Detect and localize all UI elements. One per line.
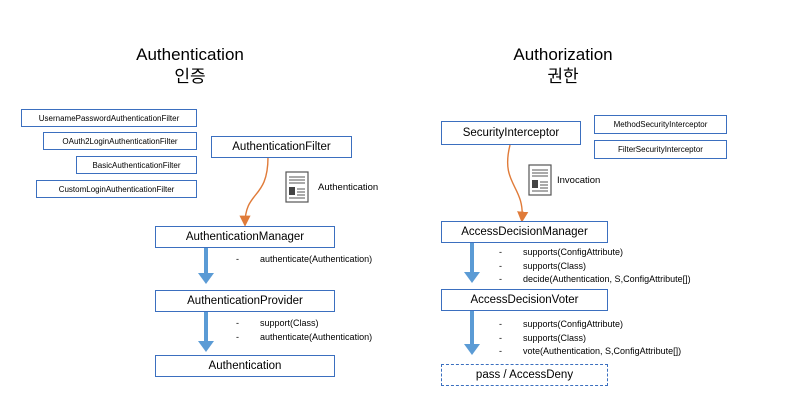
authorization-result-box: pass / AccessDeny xyxy=(441,364,608,386)
method-item: authenticate(Authentication) xyxy=(236,331,372,345)
method-item: supports(ConfigAttribute) xyxy=(499,318,681,332)
filter-box-usernamepassword: UsernamePasswordAuthenticationFilter xyxy=(21,109,197,127)
authentication-subtitle: 인증 xyxy=(174,67,206,86)
authorization-subtitle: 권한 xyxy=(547,67,579,86)
authorization-title-block: Authorization 권한 xyxy=(478,44,648,88)
method-item: support(Class) xyxy=(236,317,372,331)
method-item: supports(Class) xyxy=(499,260,691,274)
filter-to-manager-arrow xyxy=(239,156,269,227)
interceptor-to-manager-arrow xyxy=(506,144,529,223)
authentication-doc-label: Authentication xyxy=(318,182,379,193)
decision-manager-to-voter-arrow xyxy=(464,243,480,283)
filter-box-oauth2login: OAuth2LoginAuthenticationFilter xyxy=(43,132,197,150)
method-item: vote(Authentication, S,ConfigAttribute[]… xyxy=(499,345,681,359)
filter-box-basic: BasicAuthenticationFilter xyxy=(76,156,197,174)
authentication-provider-box: AuthenticationProvider xyxy=(155,290,335,312)
authentication-result-box: Authentication xyxy=(155,355,335,377)
authentication-provider-methods: support(Class) authenticate(Authenticati… xyxy=(236,317,372,344)
access-decision-manager-box: AccessDecisionManager xyxy=(441,221,608,243)
filter-security-interceptor-box: FilterSecurityInterceptor xyxy=(594,140,727,159)
authorization-doc-label: Invocation xyxy=(557,175,601,186)
manager-to-provider-arrow xyxy=(198,248,214,284)
filter-box-customlogin: CustomLoginAuthenticationFilter xyxy=(36,180,197,198)
authorization-title: Authorization xyxy=(513,45,613,64)
authentication-title-block: Authentication 인증 xyxy=(105,44,275,88)
method-item: authenticate(Authentication) xyxy=(236,253,372,267)
authentication-filter-box: AuthenticationFilter xyxy=(211,136,352,158)
access-decision-voter-methods: supports(ConfigAttribute) supports(Class… xyxy=(499,318,681,359)
security-interceptor-box: SecurityInterceptor xyxy=(441,121,581,145)
method-security-interceptor-box: MethodSecurityInterceptor xyxy=(594,115,727,134)
document-icon xyxy=(285,171,309,203)
access-decision-voter-box: AccessDecisionVoter xyxy=(441,289,608,311)
method-item: supports(Class) xyxy=(499,332,681,346)
authentication-title: Authentication xyxy=(136,45,244,64)
method-item: supports(ConfigAttribute) xyxy=(499,246,691,260)
document-icon xyxy=(528,164,552,196)
access-decision-manager-methods: supports(ConfigAttribute) supports(Class… xyxy=(499,246,691,287)
authentication-manager-box: AuthenticationManager xyxy=(155,226,335,248)
authentication-manager-methods: authenticate(Authentication) xyxy=(236,253,372,267)
voter-to-result-arrow xyxy=(464,311,480,355)
method-item: decide(Authentication, S,ConfigAttribute… xyxy=(499,273,691,287)
provider-to-result-arrow xyxy=(198,312,214,352)
